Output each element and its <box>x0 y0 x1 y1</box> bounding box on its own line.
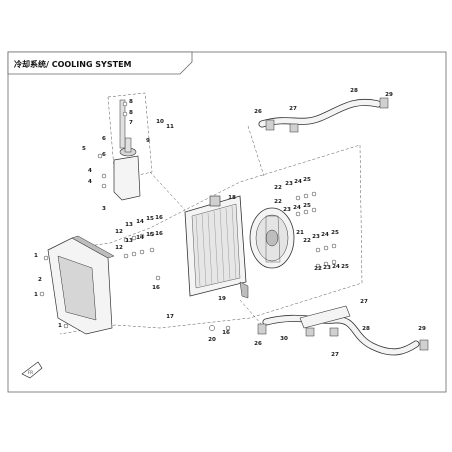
svg-text:FR: FR <box>28 370 33 375</box>
callout-16: 16 <box>152 285 160 291</box>
callout-15: 15 <box>146 232 154 238</box>
callout-25: 25 <box>303 177 311 183</box>
callout-28: 28 <box>350 88 358 94</box>
callout-27: 27 <box>331 352 339 358</box>
callout-7: 7 <box>129 120 133 126</box>
callout-22: 22 <box>274 185 282 191</box>
callout-16: 16 <box>155 231 163 237</box>
callout-27: 27 <box>289 106 297 112</box>
lower-hose-line <box>239 299 263 326</box>
callout-13: 13 <box>125 238 133 244</box>
callout-15: 15 <box>146 216 154 222</box>
callout-16: 16 <box>222 330 230 336</box>
callout-3: 3 <box>102 206 106 212</box>
callout-6: 6 <box>102 136 106 142</box>
callout-23: 23 <box>283 207 291 213</box>
callout-23: 23 <box>285 181 293 187</box>
diagram-frame <box>7 51 447 393</box>
callout-29: 29 <box>385 92 393 98</box>
callout-24: 24 <box>321 232 329 238</box>
callout-1: 1 <box>34 292 38 298</box>
callout-12: 12 <box>115 229 123 235</box>
callout-25: 25 <box>331 230 339 236</box>
hose-clamps <box>257 97 429 351</box>
callout-21: 21 <box>296 230 304 236</box>
title-tab <box>7 51 193 75</box>
coolant-reservoir <box>113 99 141 201</box>
callout-10: 10 <box>156 119 164 125</box>
fan-shroud <box>47 235 115 335</box>
callout-26: 26 <box>254 341 262 347</box>
callout-1: 1 <box>34 253 38 259</box>
callout-5: 5 <box>82 146 86 152</box>
reservoir-outline <box>107 92 153 181</box>
front-direction-arrow-icon: FR <box>21 361 43 379</box>
callout-28: 28 <box>362 326 370 332</box>
callout-14: 14 <box>136 219 144 225</box>
cooling-fan <box>249 207 295 269</box>
callout-22: 22 <box>314 266 322 272</box>
callout-13: 13 <box>125 222 133 228</box>
lower-radiator-hose <box>262 305 420 356</box>
callout-8: 8 <box>129 99 133 105</box>
callout-25: 25 <box>303 203 311 209</box>
upper-hose-line <box>247 125 265 177</box>
callout-2: 2 <box>38 277 42 283</box>
radiator-fins <box>195 205 237 287</box>
callout-18: 18 <box>228 195 236 201</box>
callout-22: 22 <box>274 199 282 205</box>
reservoir-to-radiator-line <box>149 171 186 211</box>
callout-24: 24 <box>332 264 340 270</box>
callout-26: 26 <box>254 109 262 115</box>
callout-17: 17 <box>166 314 174 320</box>
callout-22: 22 <box>303 238 311 244</box>
radiator-cap <box>209 195 221 207</box>
callout-25: 25 <box>341 264 349 270</box>
callout-29: 29 <box>418 326 426 332</box>
callout-12: 12 <box>115 245 123 251</box>
callout-1: 1 <box>58 323 62 329</box>
callout-16: 16 <box>155 215 163 221</box>
callout-30: 30 <box>280 336 288 342</box>
main-outline <box>59 144 363 335</box>
callout-20: 20 <box>208 337 216 343</box>
upper-radiator-hose <box>258 98 382 128</box>
radiator <box>184 195 249 299</box>
callout-27: 27 <box>360 299 368 305</box>
diagram-title: 冷却系统/ COOLING SYSTEM <box>14 59 132 69</box>
callout-8: 8 <box>129 110 133 116</box>
callout-9: 9 <box>146 138 150 144</box>
fasteners <box>39 101 337 331</box>
callout-23: 23 <box>323 265 331 271</box>
callout-24: 24 <box>293 205 301 211</box>
callout-6: 6 <box>102 152 106 158</box>
reservoir-hose <box>119 99 126 149</box>
callout-14: 14 <box>136 235 144 241</box>
callout-19: 19 <box>218 296 226 302</box>
callout-11: 11 <box>166 124 174 130</box>
callout-4: 4 <box>88 179 92 185</box>
callout-23: 23 <box>312 234 320 240</box>
callout-4: 4 <box>88 168 92 174</box>
callout-24: 24 <box>294 179 302 185</box>
assembly-outlines <box>59 92 363 335</box>
